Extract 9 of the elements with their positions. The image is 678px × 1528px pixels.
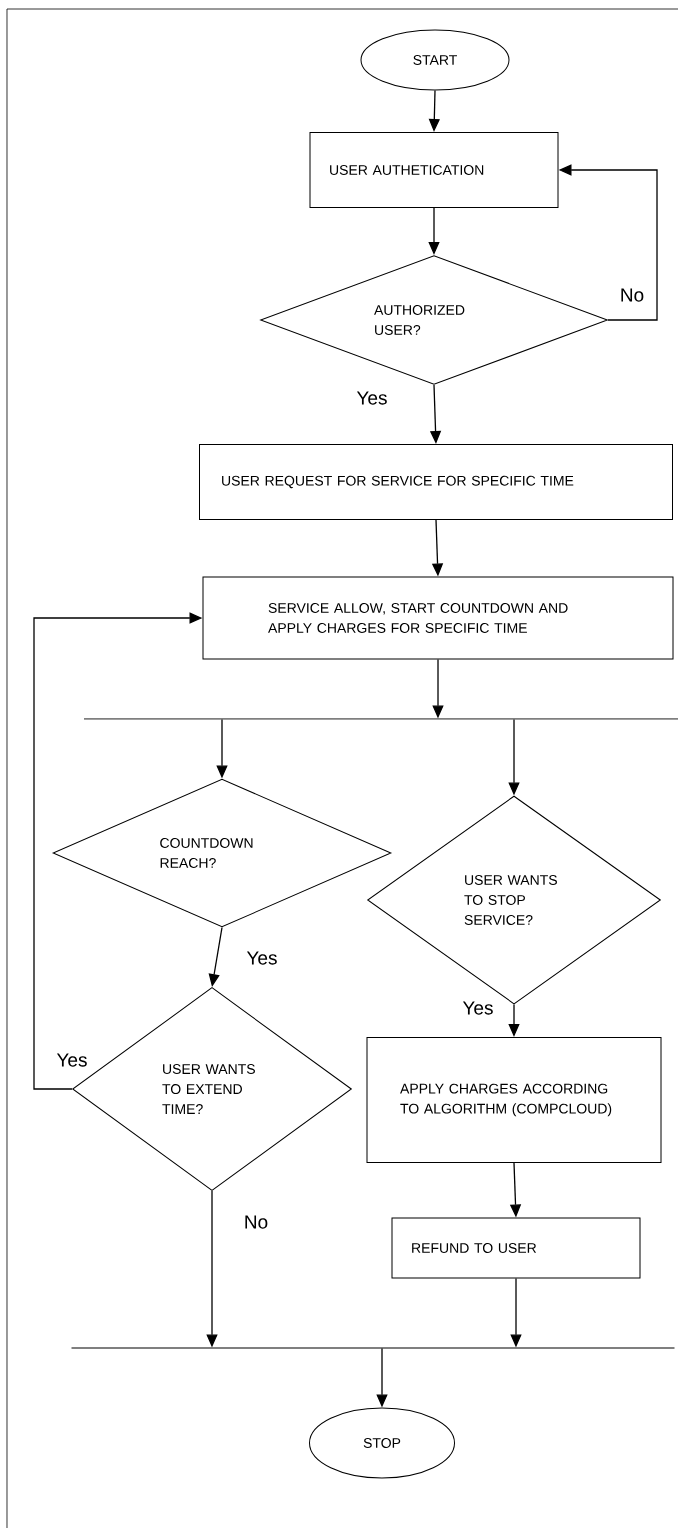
edge-label: No <box>242 1214 270 1230</box>
process-box: SERVICE ALLOW, START COUNTDOWN AND APPLY CHARGES FOR SPECIFIC TIME <box>202 576 674 660</box>
process-box: REFUND TO USER <box>391 1217 641 1279</box>
edge-label: Yes <box>245 950 279 966</box>
process-box: USER AUTHETICATION <box>309 132 559 208</box>
edge-label: No <box>618 287 646 303</box>
edge-label: Yes <box>355 390 389 406</box>
process-box: APPLY CHARGES ACCORDING TO ALGORITHM (COMPCLOUD) <box>366 1037 662 1163</box>
process-box: USER REQUEST FOR SERVICE FOR SPECIFIC TIME <box>199 444 673 520</box>
